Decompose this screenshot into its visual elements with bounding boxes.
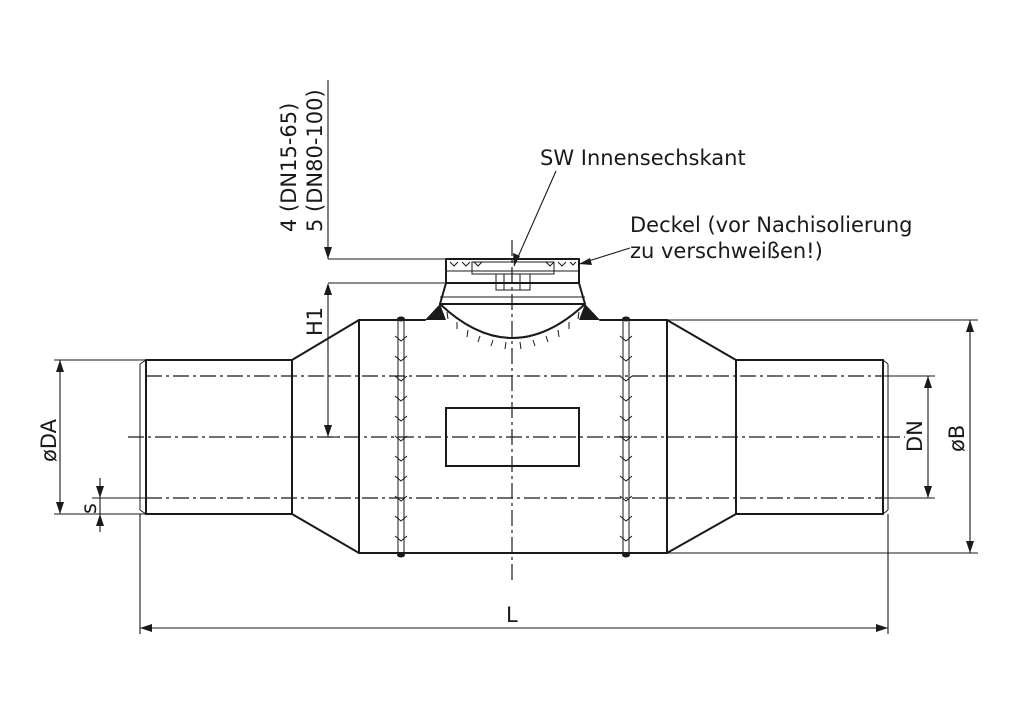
b-label: øB: [945, 425, 969, 452]
l-dimension: L: [139, 514, 889, 634]
deckel-label-line1: Deckel (vor Nachisolierung: [630, 213, 913, 237]
dn-label: DN: [903, 420, 927, 452]
weld-seam-left: [394, 316, 408, 558]
pipe-body: [139, 319, 889, 554]
weld-seam-right: [619, 316, 633, 558]
center-lines: [128, 240, 905, 582]
sw-callout: SW Innensechskant: [513, 146, 746, 267]
dn-dimension: DN: [883, 375, 935, 499]
b-dimension: øB: [667, 319, 978, 554]
height-label-dn80: 5 (DN80-100): [303, 89, 327, 232]
deckel-callout: Deckel (vor Nachisolierung zu verschweiß…: [578, 213, 913, 265]
cover-assembly: [425, 258, 600, 350]
s-dimension: s: [77, 478, 146, 532]
sw-label: SW Innensechskant: [540, 146, 746, 170]
height-dimension: 4 (DN15-65) 5 (DN80-100): [277, 80, 446, 295]
s-label: s: [77, 503, 101, 514]
height-label-dn15: 4 (DN15-65): [277, 103, 301, 232]
l-label: L: [506, 603, 518, 627]
h1-label: H1: [303, 307, 327, 336]
da-label: øDA: [37, 418, 61, 462]
h1-dimension: H1: [303, 295, 340, 438]
deckel-label-line2: zu verschweißen!): [630, 239, 823, 263]
